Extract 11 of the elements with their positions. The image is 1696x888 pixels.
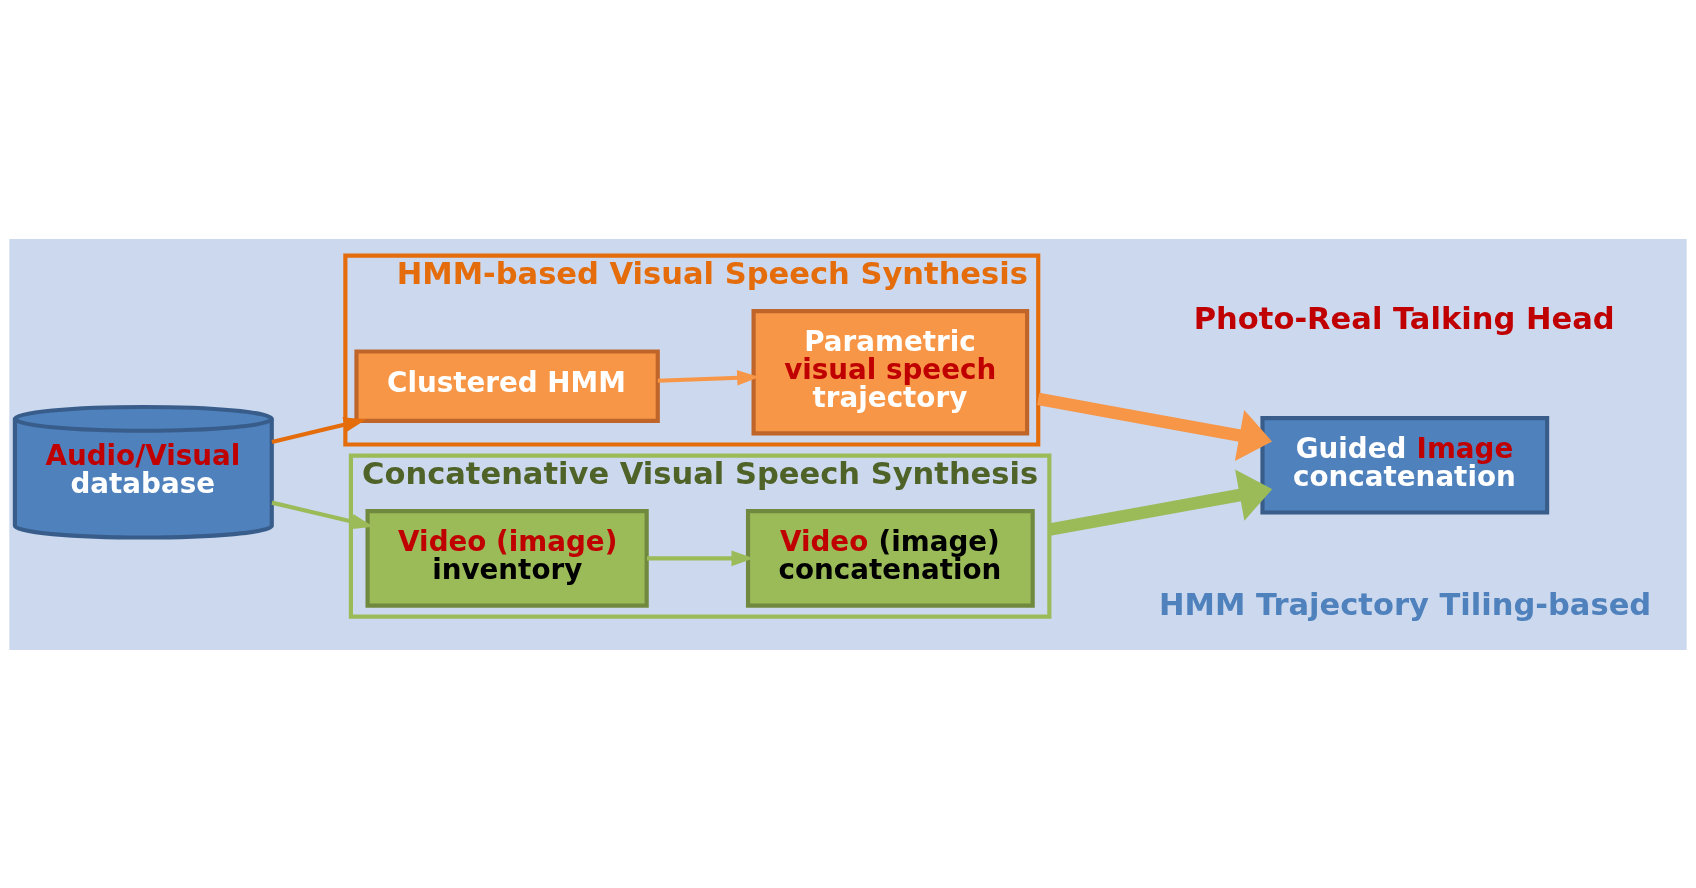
arrow — [1048, 469, 1273, 536]
arrow — [271, 416, 366, 444]
node-box: Video (image) inventory — [365, 508, 649, 608]
node-box: Parametric visual speech trajectory — [751, 308, 1030, 435]
node-box: Video (image) concatenation — [745, 508, 1035, 608]
label: HMM Trajectory Tiling-based — [1159, 586, 1652, 622]
label: Photo-Real Talking Head — [1193, 300, 1615, 336]
arrow — [646, 550, 754, 566]
arrow — [1037, 392, 1272, 461]
node-box: Guided Image concatenation — [1260, 415, 1550, 515]
node-box: Clustered HMM — [354, 348, 660, 423]
